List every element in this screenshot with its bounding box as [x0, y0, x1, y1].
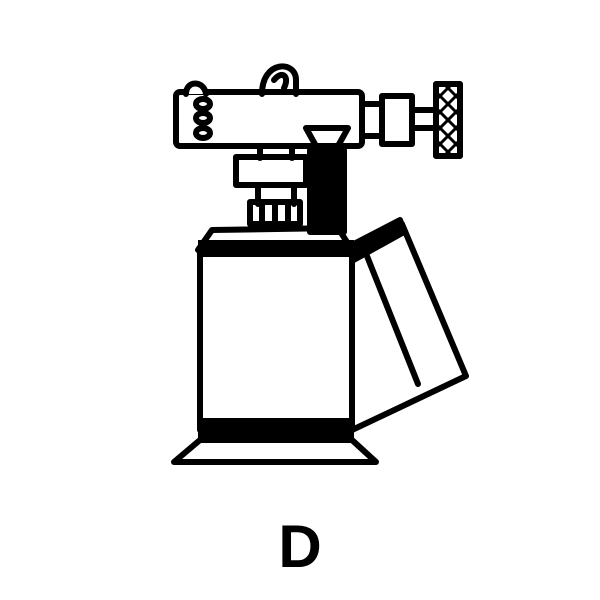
knurled-knob-icon: [433, 81, 463, 159]
base-plate: [171, 437, 379, 465]
fuel-tank: [195, 225, 355, 440]
filler-tube: [307, 147, 347, 235]
handle: [343, 217, 469, 433]
figure-label: D: [278, 513, 322, 580]
filler-cap: [303, 125, 351, 155]
neck-nut: [247, 182, 303, 227]
valve-stem: [359, 93, 439, 147]
pot-hook: [259, 63, 299, 97]
collar: [233, 154, 309, 188]
